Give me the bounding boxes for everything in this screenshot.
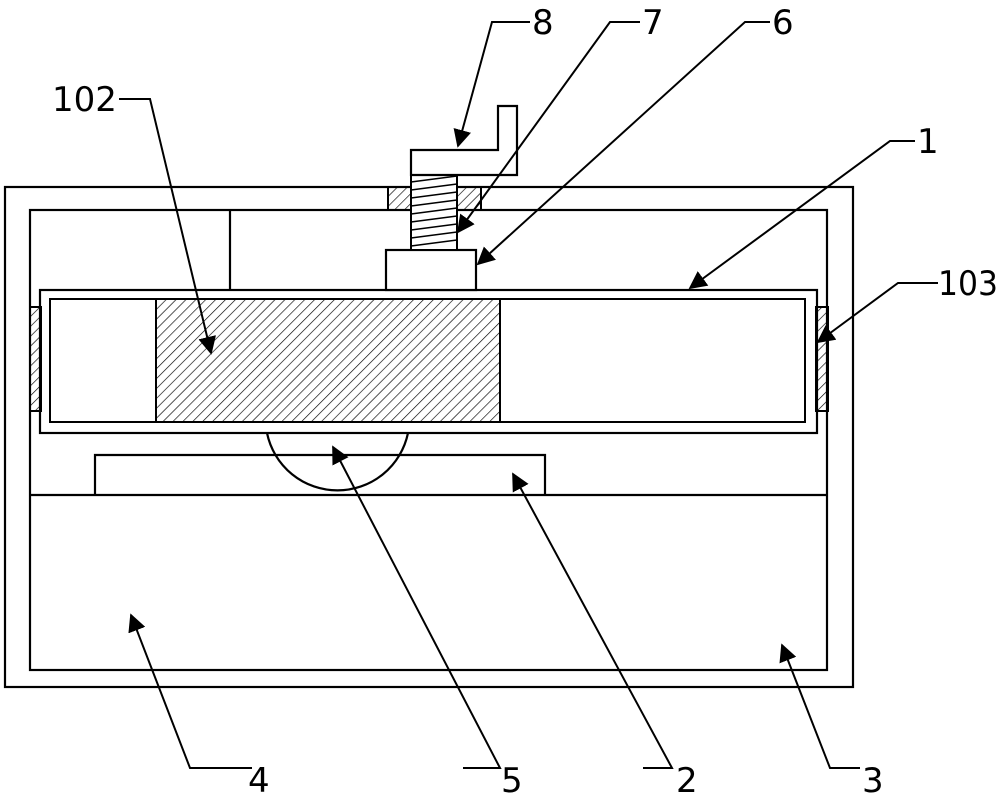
label-4: 4	[248, 761, 270, 795]
press-block	[384, 248, 478, 292]
handle	[409, 104, 519, 177]
support-block	[93, 453, 547, 495]
label-6: 6	[772, 3, 794, 43]
leader-1	[688, 140, 915, 290]
label-103: 103	[938, 264, 998, 304]
leader-102	[119, 98, 216, 355]
label-102: 102	[52, 80, 117, 120]
leader-7	[456, 21, 640, 234]
leader-4	[128, 613, 252, 769]
pivot-arc	[265, 432, 410, 492]
label-7: 7	[642, 3, 664, 43]
leader-3	[779, 643, 860, 769]
label-2: 2	[676, 761, 698, 795]
label-5: 5	[501, 761, 523, 795]
hatched-block	[155, 298, 501, 423]
nut-left	[387, 186, 412, 211]
leader-2	[512, 472, 674, 769]
leader-8	[453, 21, 530, 148]
screw-thread	[410, 175, 458, 247]
leader-103	[816, 282, 938, 344]
label-1: 1	[917, 122, 939, 162]
label-8: 8	[532, 3, 554, 43]
label-3: 3	[862, 761, 884, 795]
leader-5	[332, 445, 502, 769]
leader-6	[476, 21, 770, 266]
